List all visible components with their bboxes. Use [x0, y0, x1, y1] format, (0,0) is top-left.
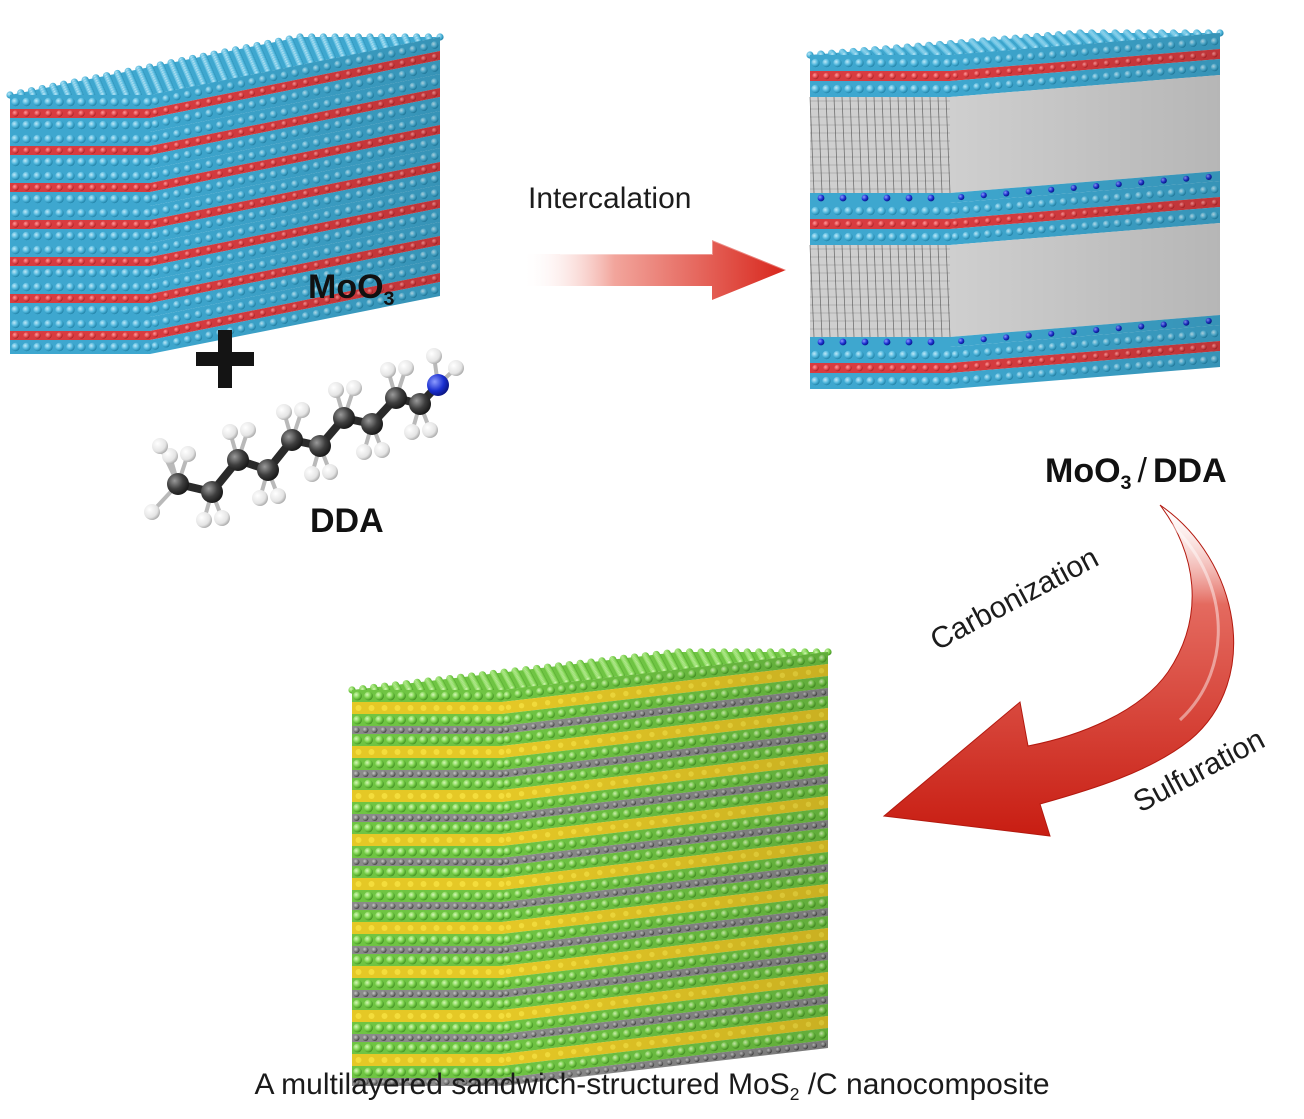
moo3-label: MoO3	[308, 268, 395, 310]
mos2-c-nanocomposite-block	[348, 648, 832, 1086]
plus-icon	[196, 330, 254, 388]
moo3-dda-intercalated-block	[806, 29, 1224, 389]
intercalation-arrow-icon	[522, 238, 787, 300]
dda-molecule-model	[144, 348, 464, 528]
dda-label: DDA	[310, 502, 384, 540]
figure-caption: A multilayered sandwich-structured MoS2 …	[254, 1068, 1050, 1105]
moo3-dda-label: MoO3/DDA	[1045, 452, 1227, 494]
moo3-crystal-block	[6, 33, 444, 354]
carbonization-sulfuration-arrow-icon	[882, 504, 1234, 837]
intercalation-label: Intercalation	[528, 182, 692, 215]
